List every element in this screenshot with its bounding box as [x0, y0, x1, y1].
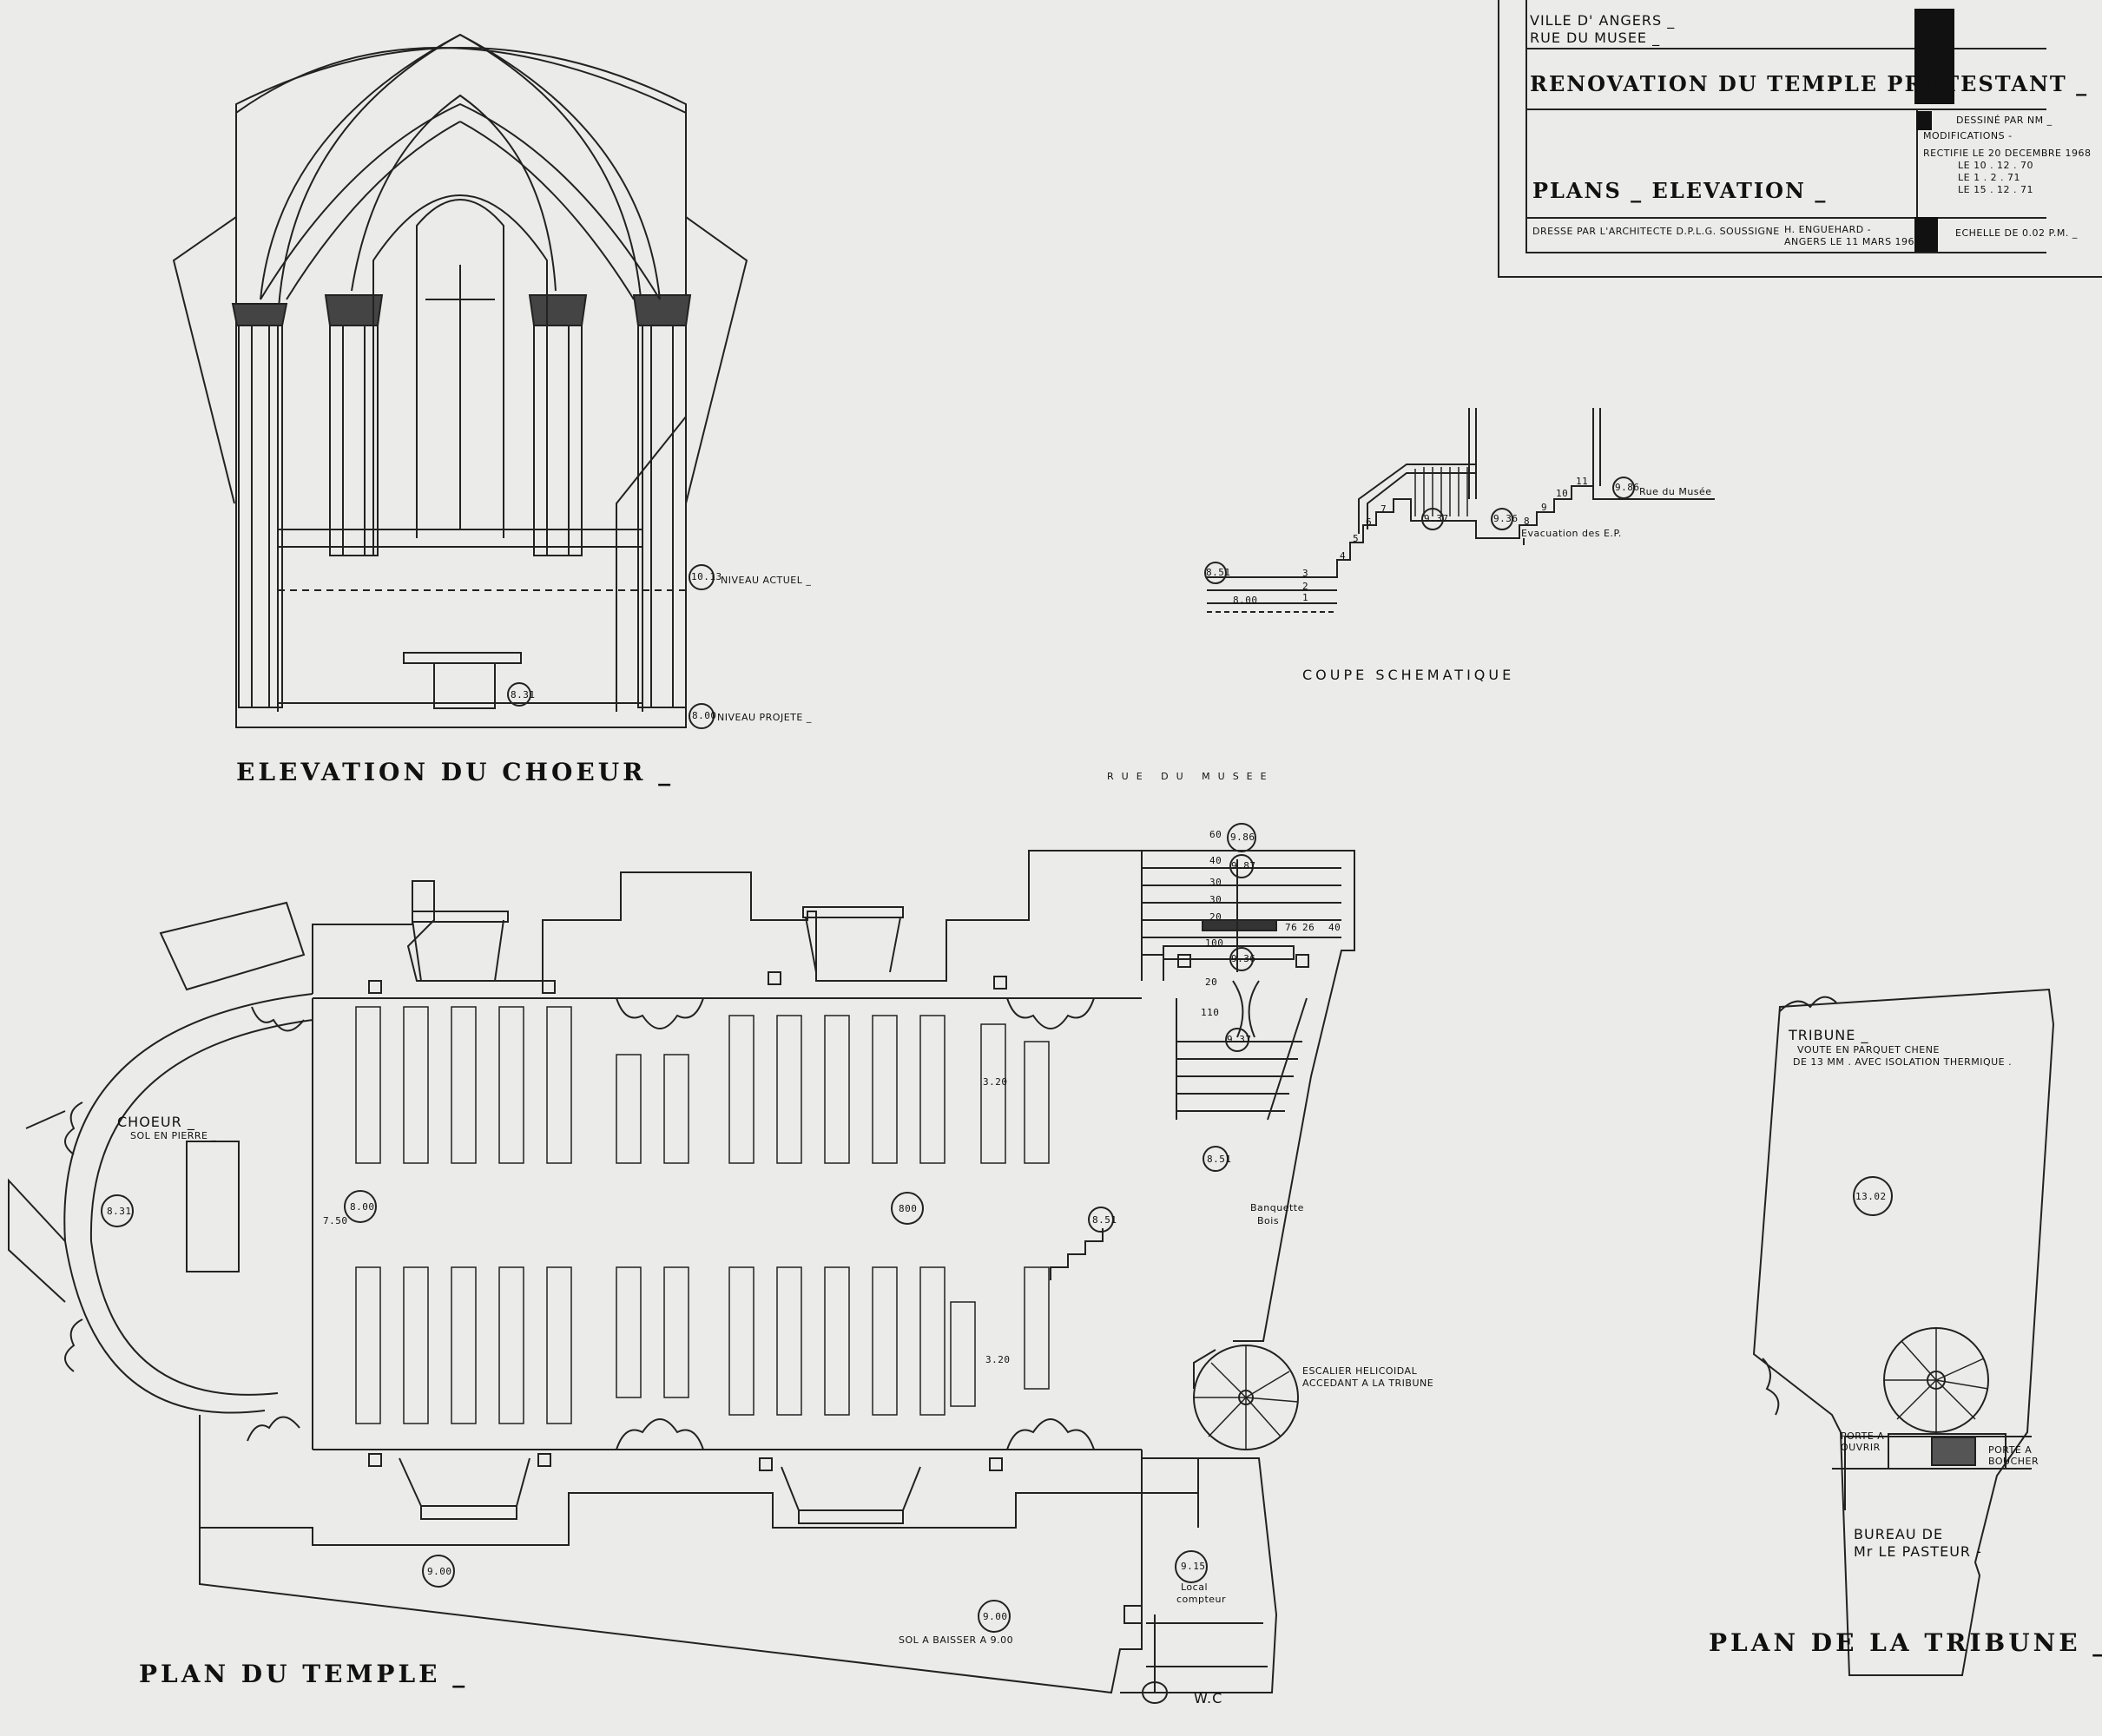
modifications-label: MODIFICATIONS -	[1923, 130, 2013, 141]
step-number: 4	[1340, 550, 1347, 562]
door-block-label: PORTE A	[1988, 1444, 2033, 1456]
sheet-title: PLANS _ ELEVATION _	[1532, 178, 1828, 203]
section-level: 8.51	[1206, 567, 1231, 578]
title-block-marker	[1914, 217, 1934, 252]
drawing-date: ANGERS LE 11 MARS 1966 _	[1784, 236, 1930, 247]
wc-label: W.C	[1194, 1690, 1223, 1706]
drawing-scale: ECHELLE DE 0.02 P.M. _	[1955, 227, 2078, 239]
dimension-label: 40	[1328, 922, 1341, 933]
dimension-label: 26	[1302, 922, 1315, 933]
door-open-label: PORTE A	[1841, 1430, 1885, 1442]
step-number: 9	[1541, 502, 1548, 513]
step-number: 5	[1353, 533, 1360, 544]
choir-label: CHOEUR _	[117, 1114, 195, 1130]
door-open-label-2: OUVRIR	[1841, 1442, 1881, 1453]
step-number: 6	[1366, 516, 1373, 528]
step-number: 2	[1302, 581, 1309, 592]
dimension-label: 20	[1209, 911, 1222, 923]
title-block-marker	[1914, 9, 1949, 104]
drawn-by-label: DESSINÉ PAR NM _	[1956, 115, 2053, 126]
tribune-plan-title: PLAN DE LA TRIBUNE _	[1709, 1628, 2102, 1657]
pastor-office-label-2: Mr LE PASTEUR -	[1854, 1543, 1982, 1560]
dimension-label: 30	[1209, 894, 1222, 905]
pastor-office-label: BUREAU DE	[1854, 1526, 1944, 1542]
door-block-label-2: BOUCHER	[1988, 1456, 2039, 1467]
nave-level-left: 8.00	[350, 1201, 375, 1213]
bench-label: Banquette	[1250, 1202, 1304, 1213]
city-label: VILLE D' ANGERS _	[1530, 12, 1676, 29]
step-number: 8	[1524, 516, 1531, 527]
step-number: 7	[1380, 503, 1387, 515]
meter-room-label: Local	[1181, 1581, 1209, 1593]
modification-4: LE 15 . 12 . 71	[1958, 184, 2034, 195]
section-level: 9.86	[1615, 482, 1640, 493]
drainage-label: Evacuation des E.P.	[1521, 528, 1622, 539]
entry-level: 9.87	[1231, 860, 1256, 871]
choir-level: 8.31	[107, 1206, 132, 1217]
meter-room-level: 9.15	[1181, 1561, 1206, 1572]
level-9-00-south: 9.00	[983, 1611, 1008, 1622]
dimension-label: 60	[1209, 829, 1222, 840]
lower-floor-label: SOL A BAISSER A 9.00	[899, 1634, 1014, 1646]
choir-floor-label: SOL EN PIERRE _	[130, 1130, 217, 1141]
dimension-label: 3.20	[985, 1354, 1011, 1365]
modification-1: RECTIFIE LE 20 DECEMBRE 1968	[1923, 148, 2092, 159]
schematic-section-drawing	[1204, 408, 1715, 613]
tribune-plan-drawing	[1752, 988, 2055, 1676]
step-number: 3	[1302, 568, 1309, 579]
level-project-label: NIVEAU PROJETE _	[717, 712, 812, 723]
nave-level-right: 8.51	[1092, 1214, 1117, 1226]
section-level: 9.36	[1493, 513, 1519, 524]
meter-room-label-2: compteur	[1176, 1594, 1227, 1605]
level-9-00-west: 9.00	[427, 1566, 452, 1577]
dimension-label: 40	[1209, 855, 1222, 866]
section-level: 9.37	[1424, 513, 1449, 524]
altar-level: 8.31	[511, 689, 536, 700]
dimension-label: 7.50	[323, 1215, 348, 1226]
section-level: 8.00	[1233, 595, 1258, 606]
bench-material: Bois	[1257, 1215, 1280, 1226]
level-current-label: NIVEAU ACTUEL _	[721, 575, 812, 586]
entry-level: 9.36	[1231, 953, 1256, 964]
section-street-label: Rue du Musée	[1639, 486, 1712, 497]
tribune-note-2: DE 13 MM . AVEC ISOLATION THERMIQUE .	[1793, 1056, 2013, 1068]
nave-level-center: 800	[899, 1203, 918, 1214]
temple-plan-drawing	[8, 823, 1355, 1704]
step-number: 1	[1302, 592, 1309, 603]
level-current-value: 10.13	[691, 571, 722, 582]
entry-level: 9.86	[1230, 832, 1255, 843]
dimension-label: 30	[1209, 877, 1222, 888]
helical-stair-label-2: ACCEDANT A LA TRIBUNE	[1302, 1378, 1434, 1389]
dimension-label: 20	[1205, 976, 1218, 988]
dimension-label: 110	[1201, 1007, 1220, 1018]
plan-street-label: RUE DU MUSEE	[1107, 771, 1275, 782]
step-number: 11	[1576, 476, 1589, 487]
choir-elevation-drawing	[172, 33, 748, 729]
tribune-note: VOUTE EN PARQUET CHENE	[1797, 1044, 1940, 1055]
architect-label: DRESSE PAR L'ARCHITECTE D.P.L.G. SOUSSIG…	[1532, 226, 1780, 237]
step-number: 10	[1556, 488, 1569, 499]
elevation-title: ELEVATION DU CHOEUR _	[236, 758, 675, 786]
modification-2: LE 10 . 12 . 70	[1958, 160, 2034, 171]
entry-level: 8.51	[1207, 1154, 1232, 1165]
temple-plan-title: PLAN DU TEMPLE _	[139, 1660, 469, 1688]
dimension-label: 76	[1285, 922, 1298, 933]
architect-name: H. ENGUEHARD -	[1784, 224, 1872, 235]
section-title: COUPE SCHEMATIQUE	[1302, 667, 1515, 683]
dimension-label: 100	[1205, 937, 1224, 949]
tribune-level: 13.02	[1855, 1191, 1887, 1202]
modification-3: LE 1 . 2 . 71	[1958, 172, 2021, 183]
helical-stair-label: ESCALIER HELICOIDAL	[1302, 1365, 1418, 1377]
street-label: RUE DU MUSEE _	[1530, 30, 1661, 46]
dimension-label: 3.20	[983, 1076, 1008, 1088]
entry-level: 9.37	[1227, 1034, 1252, 1045]
project-title: RENOVATION DU TEMPLE PROTESTANT _	[1530, 71, 2089, 96]
tribune-label: TRIBUNE _	[1789, 1027, 1869, 1043]
level-project-value: 8.00	[692, 710, 717, 721]
